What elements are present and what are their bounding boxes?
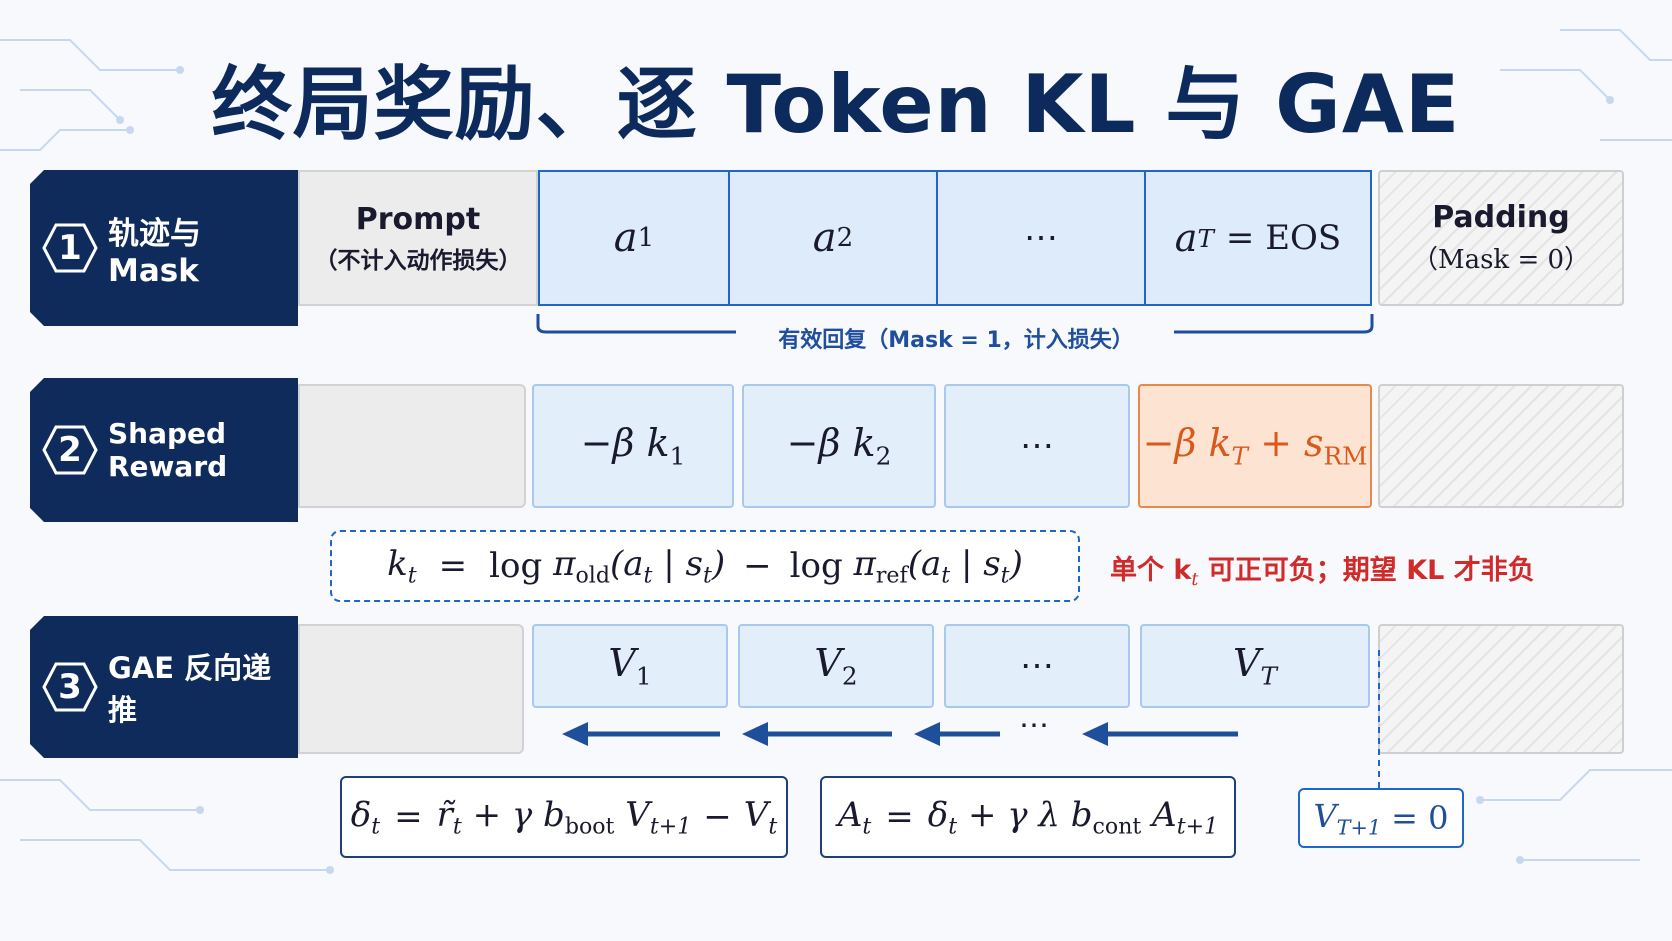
reward-cell-1: −β k1	[532, 384, 734, 508]
value-cell-1: V1	[532, 624, 728, 708]
padding-subtitle: （Mask = 0）	[1411, 245, 1591, 275]
reward-cell-ellipsis: ⋯	[944, 384, 1130, 508]
padding-cell-row3	[1378, 624, 1624, 754]
reward-cell-2: −β k2	[742, 384, 936, 508]
prompt-subtitle: （不计入动作损失）	[314, 247, 522, 274]
prompt-empty-cell-row3	[298, 624, 524, 754]
row-label-gae: 3 GAE 反向递推	[30, 616, 298, 758]
page-title: 终局奖励、逐 Token KL 与 GAE	[211, 58, 1461, 151]
reward-cell-terminal: −β kT + sRM	[1138, 384, 1372, 508]
td-error-formula-box: δt = r̃t + γ bboot Vt+1 − Vt	[340, 776, 788, 858]
padding-title: Padding	[1432, 200, 1570, 235]
padding-cell-row2	[1378, 384, 1624, 508]
row-label-text: Shaped Reward	[108, 417, 228, 483]
kl-definition-box: kt = log πold(at | st) − log πref(at | s…	[330, 530, 1080, 602]
valid-response-label: 有效回复（Mask = 1，计入损失）	[778, 328, 1134, 353]
row-label-text: GAE 反向递推	[108, 651, 272, 727]
kl-sign-note: 单个 kt 可正可负；期望 KL 才非负	[1110, 555, 1535, 591]
terminal-value-box: VT+1 = 0	[1298, 788, 1464, 848]
value-cell-ellipsis: ⋯	[944, 624, 1130, 708]
row-label-shaped-reward: 2 Shaped Reward	[30, 378, 298, 522]
arrow-ellipsis: ⋯	[1019, 708, 1049, 743]
step-hexagon-3: 3	[42, 662, 98, 712]
row-label-text: 轨迹与 Mask	[108, 215, 201, 289]
advantage-formula-box: At = δt + γ λ bcont At+1	[820, 776, 1236, 858]
terminal-connector-line	[1378, 650, 1380, 790]
step-hexagon-1: 1	[42, 223, 98, 273]
value-cell-2: V2	[738, 624, 934, 708]
step-hexagon-2: 2	[42, 425, 98, 475]
token-cell-ellipsis: ⋯	[936, 170, 1146, 306]
padding-cell: Padding （Mask = 0）	[1378, 170, 1624, 306]
prompt-cell: Prompt （不计入动作损失）	[298, 170, 538, 306]
prompt-empty-cell-row2	[298, 384, 526, 508]
prompt-title: Prompt	[355, 201, 481, 237]
backward-recursion-arrows	[562, 722, 1238, 746]
row-label-trajectory-mask: 1 轨迹与 Mask	[30, 170, 298, 326]
valid-response-brace	[536, 314, 1374, 334]
value-cell-T: VT	[1140, 624, 1370, 708]
